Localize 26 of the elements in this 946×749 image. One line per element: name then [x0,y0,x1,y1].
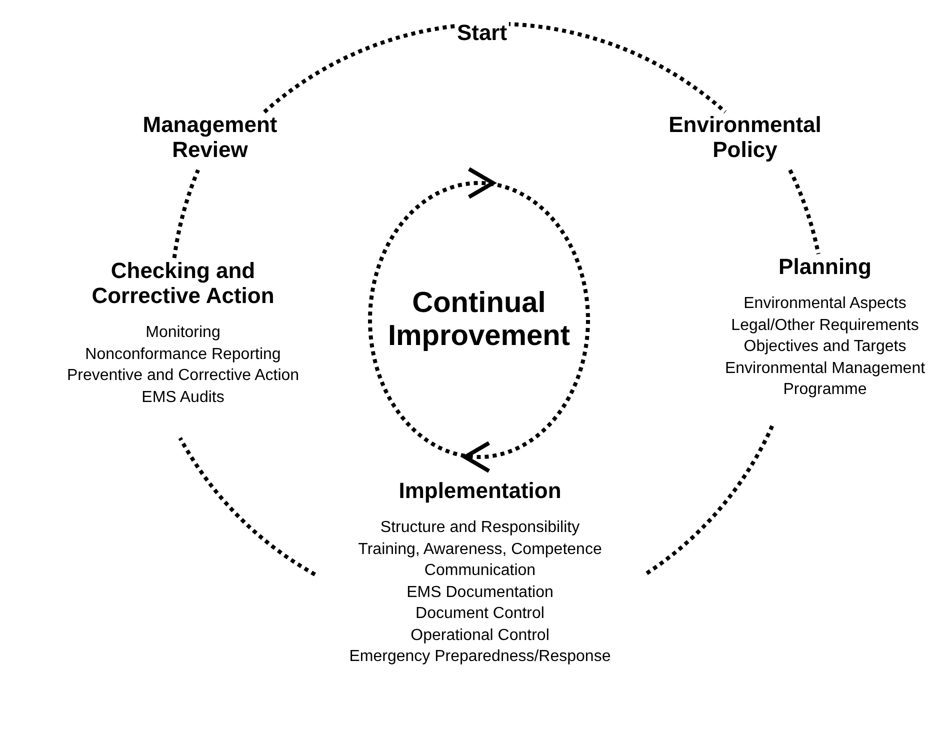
stage-heading: Implementation [398,478,562,503]
activity-item: Operational Control [410,626,550,646]
activity-item: Nonconformance Reporting [85,344,281,364]
cycle-arc [788,169,820,254]
activity-item: Objectives and Targets [744,337,906,357]
activity-item: EMS Documentation [406,582,554,602]
cycle-arc [644,425,774,576]
activity-item: Emergency Preparedness/Response [349,647,611,667]
cycle-arc [172,169,200,258]
activity-item: Environmental Aspects [744,294,906,314]
activity-item: Preventive and Corrective Action [66,366,300,386]
activity-item: Structure and Responsibility [380,518,580,538]
activity-item: Training, Awareness, Competence [358,540,602,560]
stage-heading: Environmental Policy [668,112,822,162]
cycle-arc [178,436,316,576]
stage-heading: Planning [778,254,872,279]
stage-heading: Management Review [142,112,278,162]
stage-heading: Checking and Corrective Action [90,258,276,308]
cycle-label: Continual Improvement [386,287,572,353]
activity-item: Environmental Management Programme [724,358,926,400]
activity-item: Monitoring [146,323,220,343]
activity-item: Communication [424,561,536,581]
activity-item: Document Control [416,604,544,624]
activity-item: Legal/Other Requirements [731,316,919,336]
activity-item: EMS Audits [142,388,224,408]
cycle-arc [263,22,726,114]
